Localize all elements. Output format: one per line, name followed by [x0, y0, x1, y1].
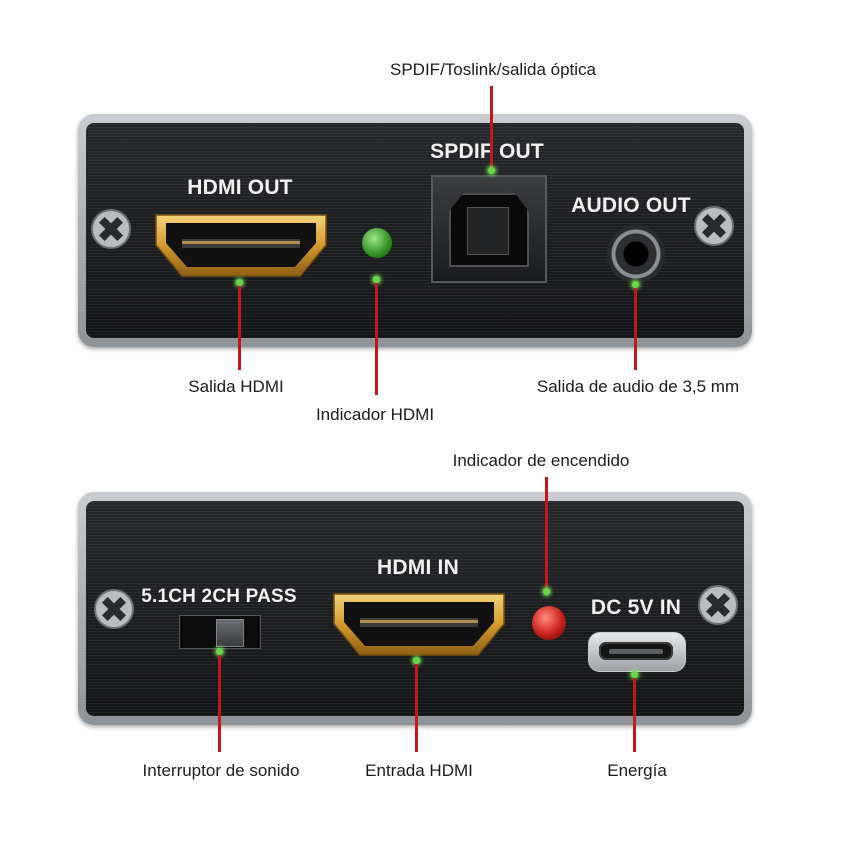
sound-mode-switch[interactable] [179, 615, 261, 649]
sound-switch-panel-label: 5.1CH 2CH PASS [141, 586, 297, 607]
power-callout-line [633, 678, 636, 752]
hdmi-indicator-callout-line [375, 283, 378, 395]
spdif-out-panel-label: SPDIF OUT [430, 140, 544, 163]
hdmi-indicator-led [362, 228, 392, 258]
hdmi-in-callout-dot [413, 657, 420, 664]
hdmi-in-port-icon [333, 593, 505, 656]
power-callout-dot [631, 671, 638, 678]
switch-knob[interactable] [216, 619, 244, 647]
spdif-callout-dot [488, 167, 495, 174]
audio-jack-callout-dot [632, 281, 639, 288]
dc-in-panel-label: DC 5V IN [590, 596, 682, 619]
sound-switch-callout-line [218, 655, 221, 752]
hdmi-indicator-caption: Indicador HDMI [315, 405, 435, 424]
spdif-callout-line [490, 86, 493, 170]
audio-jack-caption: Salida de audio de 3,5 mm [536, 377, 740, 396]
hdmi-out-callout-dot [236, 279, 243, 286]
hdmi-in-caption: Entrada HDMI [365, 761, 473, 780]
micro-usb-port-icon [588, 632, 686, 672]
power-indicator-callout-line [545, 477, 548, 591]
hdmi-out-panel-label: HDMI OUT [187, 176, 293, 199]
audio-out-panel-label: AUDIO OUT [571, 194, 691, 217]
hdmi-out-callout-line [238, 286, 241, 370]
screw-icon [94, 589, 134, 629]
hdmi-indicator-callout-dot [373, 276, 380, 283]
power-caption: Energía [607, 761, 667, 780]
hdmi-in-panel-label: HDMI IN [377, 556, 459, 579]
hdmi-out-port-icon [155, 214, 327, 277]
spdif-caption: SPDIF/Toslink/salida óptica [390, 60, 596, 79]
sound-switch-callout-dot [216, 648, 223, 655]
toslink-port-icon [431, 175, 547, 283]
power-indicator-led [532, 606, 566, 640]
screw-icon [698, 585, 738, 625]
power-indicator-caption: Indicador de encendido [452, 451, 630, 470]
toslink-port-shutter [467, 207, 509, 255]
hdmi-in-callout-line [415, 664, 418, 752]
audio-jack-callout-line [634, 288, 637, 370]
power-indicator-callout-dot [543, 588, 550, 595]
micro-usb-tongue [609, 649, 663, 654]
hdmi-out-caption: Salida HDMI [188, 377, 284, 396]
audio-jack-icon [607, 225, 665, 283]
sound-switch-caption: Interruptor de sonido [142, 761, 300, 780]
screw-icon [694, 206, 734, 246]
screw-icon [91, 209, 131, 249]
